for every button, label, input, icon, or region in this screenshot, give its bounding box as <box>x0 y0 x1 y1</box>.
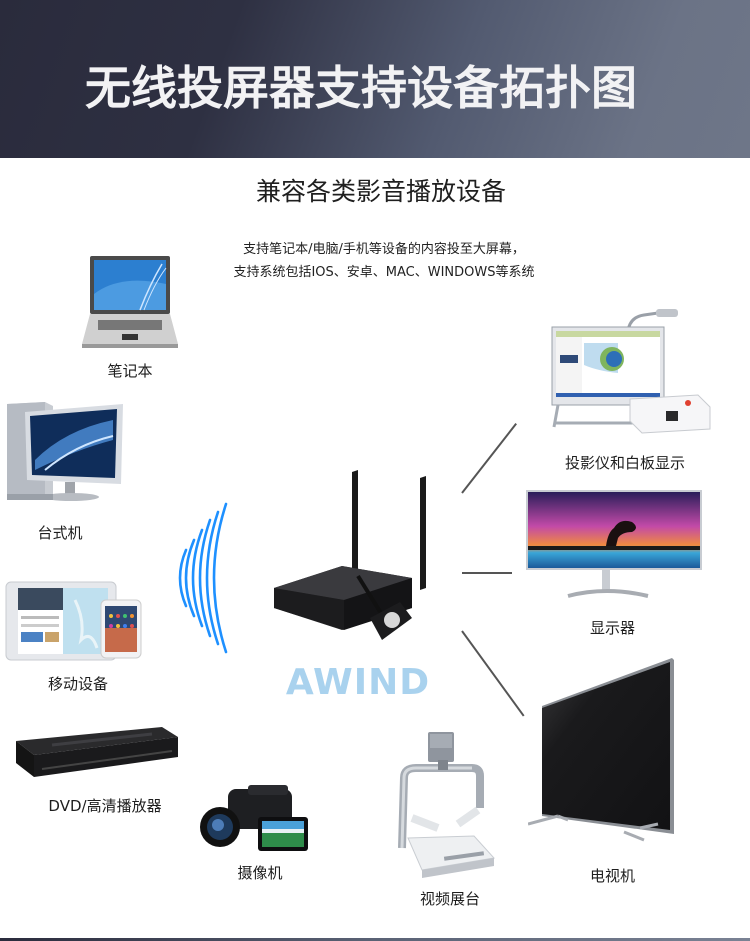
desktop-computer-icon <box>5 400 130 509</box>
label-camcorder: 摄像机 <box>237 864 283 882</box>
tv-icon <box>527 656 678 850</box>
connector-line-tv <box>461 630 525 717</box>
label-projector-whiteboard: 投影仪和白板显示 <box>564 454 685 472</box>
description-line-2: 支持系统包括IOS、安卓、MAC、WINDOWS等系统 <box>233 265 535 280</box>
projector-whiteboard-icon <box>548 303 713 439</box>
document-camera-icon <box>382 728 502 882</box>
tablet-phone-icon <box>5 580 145 666</box>
label-monitor: 显示器 <box>589 619 635 637</box>
description: 支持笔记本/电脑/手机等设备的内容投至大屏幕， 支持系统包括IOS、安卓、MAC… <box>0 238 750 284</box>
label-dvd-player: DVD/高清播放器 <box>48 797 162 815</box>
label-desktop: 台式机 <box>37 524 83 542</box>
label-tv: 电视机 <box>589 867 635 885</box>
monitor-icon <box>524 488 704 604</box>
page-title: 无线投屏器支持设备拓扑图 <box>85 61 637 115</box>
bottom-divider <box>0 938 750 941</box>
label-laptop: 笔记本 <box>107 362 153 380</box>
dvd-player-icon <box>12 725 180 785</box>
header-banner: 无线投屏器支持设备拓扑图 <box>0 0 750 158</box>
label-document-camera: 视频展台 <box>419 890 480 908</box>
subtitle: 兼容各类影音播放设备 <box>255 177 506 206</box>
wireless-presentation-receiver-icon <box>272 468 442 662</box>
connector-line-projector <box>461 423 517 494</box>
camcorder-icon <box>198 783 310 857</box>
brand-logo: AWIND <box>285 662 431 703</box>
wifi-signal-icon <box>172 498 252 662</box>
laptop-icon <box>80 254 180 354</box>
connector-line-monitor <box>462 572 512 574</box>
description-line-1: 支持笔记本/电脑/手机等设备的内容投至大屏幕， <box>243 242 525 257</box>
label-mobile-devices: 移动设备 <box>47 675 108 693</box>
